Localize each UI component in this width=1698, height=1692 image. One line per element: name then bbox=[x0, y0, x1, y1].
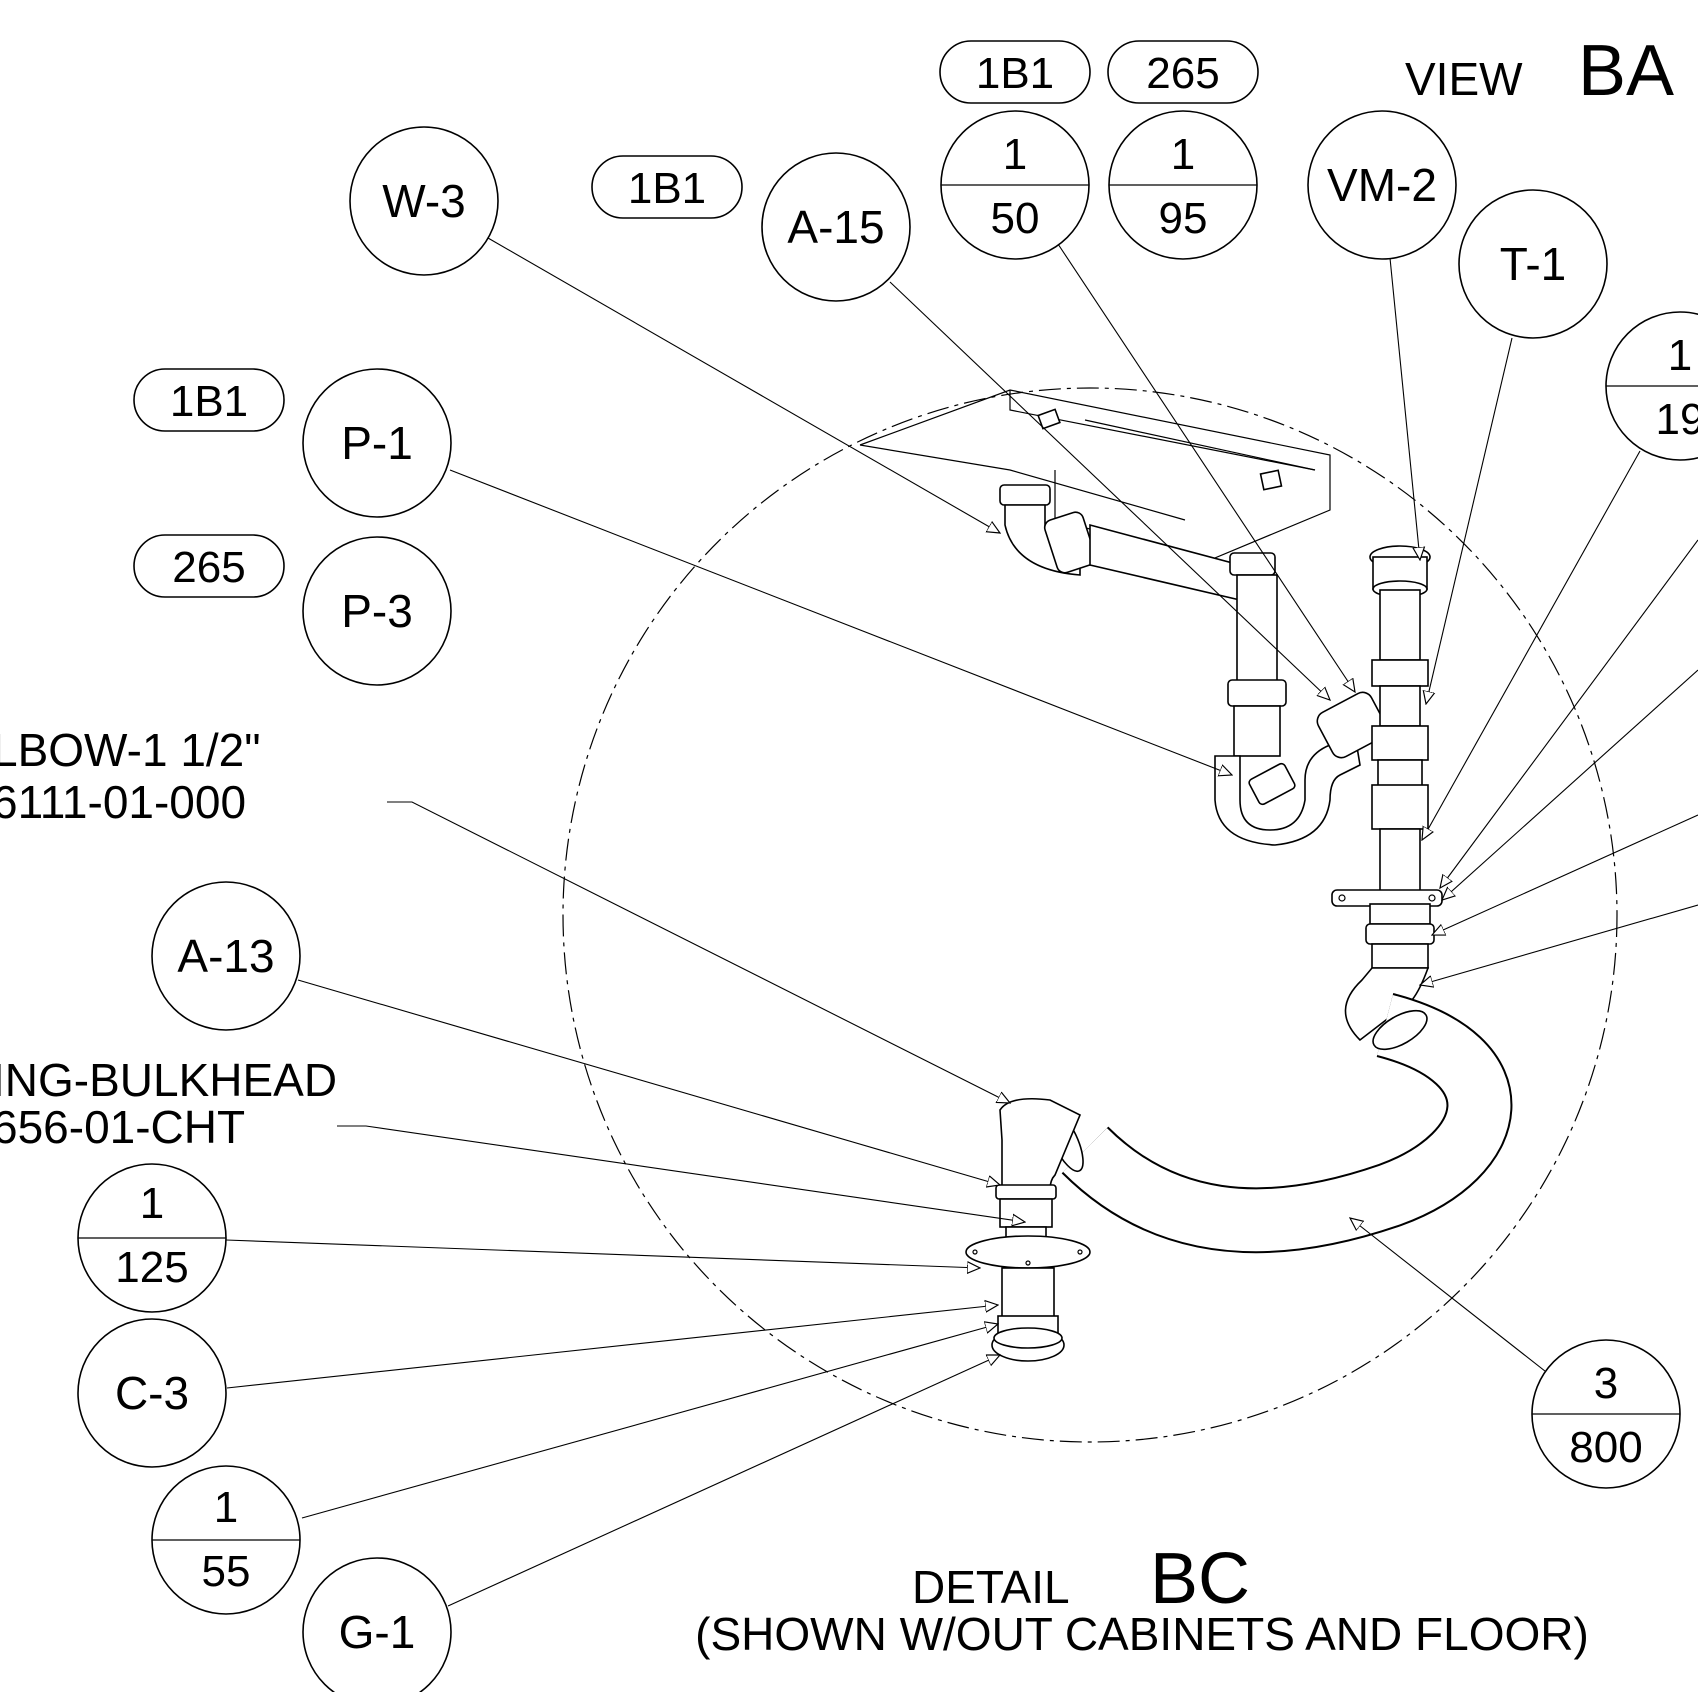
elbow-label-line1: LBOW-1 1/2" bbox=[0, 724, 261, 776]
detail-title-letters: BC bbox=[1150, 1539, 1250, 1619]
svg-text:W-3: W-3 bbox=[382, 175, 466, 227]
svg-text:1: 1 bbox=[140, 1179, 164, 1228]
svg-text:265: 265 bbox=[172, 543, 245, 592]
leader-r1 bbox=[1440, 539, 1698, 888]
leader-vm2 bbox=[1389, 257, 1420, 560]
leader-1-19 bbox=[1422, 450, 1641, 840]
view-title-prefix: VIEW bbox=[1405, 53, 1523, 105]
svg-text:T-1: T-1 bbox=[1500, 238, 1566, 290]
svg-text:1B1: 1B1 bbox=[628, 164, 706, 213]
leader-a13 bbox=[297, 979, 1000, 1185]
elbow-label-line2: 6111-01-000 bbox=[0, 776, 246, 828]
detail-title-prefix: DETAIL bbox=[912, 1561, 1070, 1613]
leader-bulkhead bbox=[337, 1125, 1025, 1222]
leader-1-50 bbox=[1057, 243, 1355, 692]
balloon-p3: P-3 bbox=[302, 536, 452, 686]
detail-title-note: (SHOWN W/OUT CABINETS AND FLOOR) bbox=[695, 1608, 1589, 1660]
flex-hose bbox=[1046, 967, 1513, 1254]
leader-r4 bbox=[1420, 904, 1698, 985]
leader-elbow bbox=[387, 801, 1010, 1103]
leader-lines bbox=[225, 237, 1698, 1607]
svg-text:19: 19 bbox=[1656, 395, 1698, 444]
svg-text:1: 1 bbox=[1668, 331, 1692, 380]
leader-p1 bbox=[449, 469, 1232, 775]
tag-265-left: 265 bbox=[133, 534, 285, 598]
leader-t1 bbox=[1426, 337, 1513, 704]
svg-text:P-3: P-3 bbox=[341, 585, 413, 637]
bulkhead-label: ING-BULKHEAD 656-01-CHT bbox=[0, 1054, 337, 1153]
left-drain-assembly bbox=[999, 484, 1278, 686]
balloon-1-19: 1 19 bbox=[1605, 311, 1698, 461]
leader-r3 bbox=[1432, 814, 1698, 935]
svg-text:1: 1 bbox=[1171, 130, 1195, 179]
svg-text:A-13: A-13 bbox=[177, 930, 274, 982]
leader-3-800 bbox=[1350, 1218, 1551, 1376]
leader-1-55 bbox=[301, 1324, 998, 1519]
detail-boundary bbox=[562, 387, 1618, 1443]
elbow-bulkhead bbox=[965, 1097, 1091, 1362]
bulkhead-label-line2: 656-01-CHT bbox=[0, 1101, 245, 1153]
leader-a15 bbox=[889, 281, 1330, 700]
svg-text:1B1: 1B1 bbox=[976, 49, 1054, 98]
view-title-letters: BA bbox=[1578, 31, 1674, 111]
balloon-a15: A-15 bbox=[761, 152, 911, 302]
balloon-g1: G-1 bbox=[302, 1557, 452, 1692]
detail-title: DETAIL BC (SHOWN W/OUT CABINETS AND FLOO… bbox=[695, 1539, 1589, 1660]
svg-text:1: 1 bbox=[1003, 130, 1027, 179]
balloon-w3: W-3 bbox=[349, 126, 499, 276]
balloon-vm2: VM-2 bbox=[1307, 110, 1457, 260]
svg-text:800: 800 bbox=[1569, 1423, 1642, 1472]
svg-text:A-15: A-15 bbox=[787, 201, 884, 253]
balloon-t1: T-1 bbox=[1458, 189, 1608, 339]
svg-text:55: 55 bbox=[202, 1547, 251, 1596]
leader-w3 bbox=[487, 237, 1000, 533]
svg-text:1B1: 1B1 bbox=[170, 377, 248, 426]
balloon-c3: C-3 bbox=[77, 1318, 227, 1468]
leader-c3 bbox=[226, 1305, 998, 1389]
svg-text:1: 1 bbox=[214, 1483, 238, 1532]
vertical-stack bbox=[1331, 545, 1443, 969]
balloon-1-125: 1 125 bbox=[77, 1163, 227, 1313]
p-trap bbox=[1214, 679, 1388, 846]
tag-1b1-mid: 1B1 bbox=[591, 155, 743, 219]
tag-1b1-top: 1B1 bbox=[939, 40, 1091, 104]
svg-text:95: 95 bbox=[1159, 194, 1208, 243]
svg-text:3: 3 bbox=[1594, 1359, 1618, 1408]
balloon-1-55: 1 55 bbox=[151, 1465, 301, 1615]
leader-r2 bbox=[1442, 669, 1698, 900]
leader-1-125 bbox=[225, 1239, 980, 1268]
tag-1b1-left: 1B1 bbox=[133, 368, 285, 432]
svg-text:G-1: G-1 bbox=[339, 1606, 416, 1658]
tag-265-top: 265 bbox=[1107, 40, 1259, 104]
balloon-1-95: 1 95 bbox=[1108, 110, 1258, 260]
svg-text:P-1: P-1 bbox=[341, 417, 413, 469]
balloon-a13: A-13 bbox=[151, 881, 301, 1031]
svg-text:VM-2: VM-2 bbox=[1327, 159, 1437, 211]
svg-text:265: 265 bbox=[1146, 49, 1219, 98]
view-title: VIEW BA bbox=[1405, 31, 1674, 111]
balloon-3-800: 3 800 bbox=[1531, 1339, 1681, 1489]
svg-text:50: 50 bbox=[991, 194, 1040, 243]
svg-text:125: 125 bbox=[115, 1243, 188, 1292]
elbow-label: LBOW-1 1/2" 6111-01-000 bbox=[0, 724, 261, 828]
balloon-p1: P-1 bbox=[302, 368, 452, 518]
balloon-1-50: 1 50 bbox=[940, 110, 1090, 260]
bulkhead-label-line1: ING-BULKHEAD bbox=[0, 1054, 337, 1106]
leader-g1 bbox=[447, 1355, 1000, 1607]
svg-text:C-3: C-3 bbox=[115, 1367, 189, 1419]
